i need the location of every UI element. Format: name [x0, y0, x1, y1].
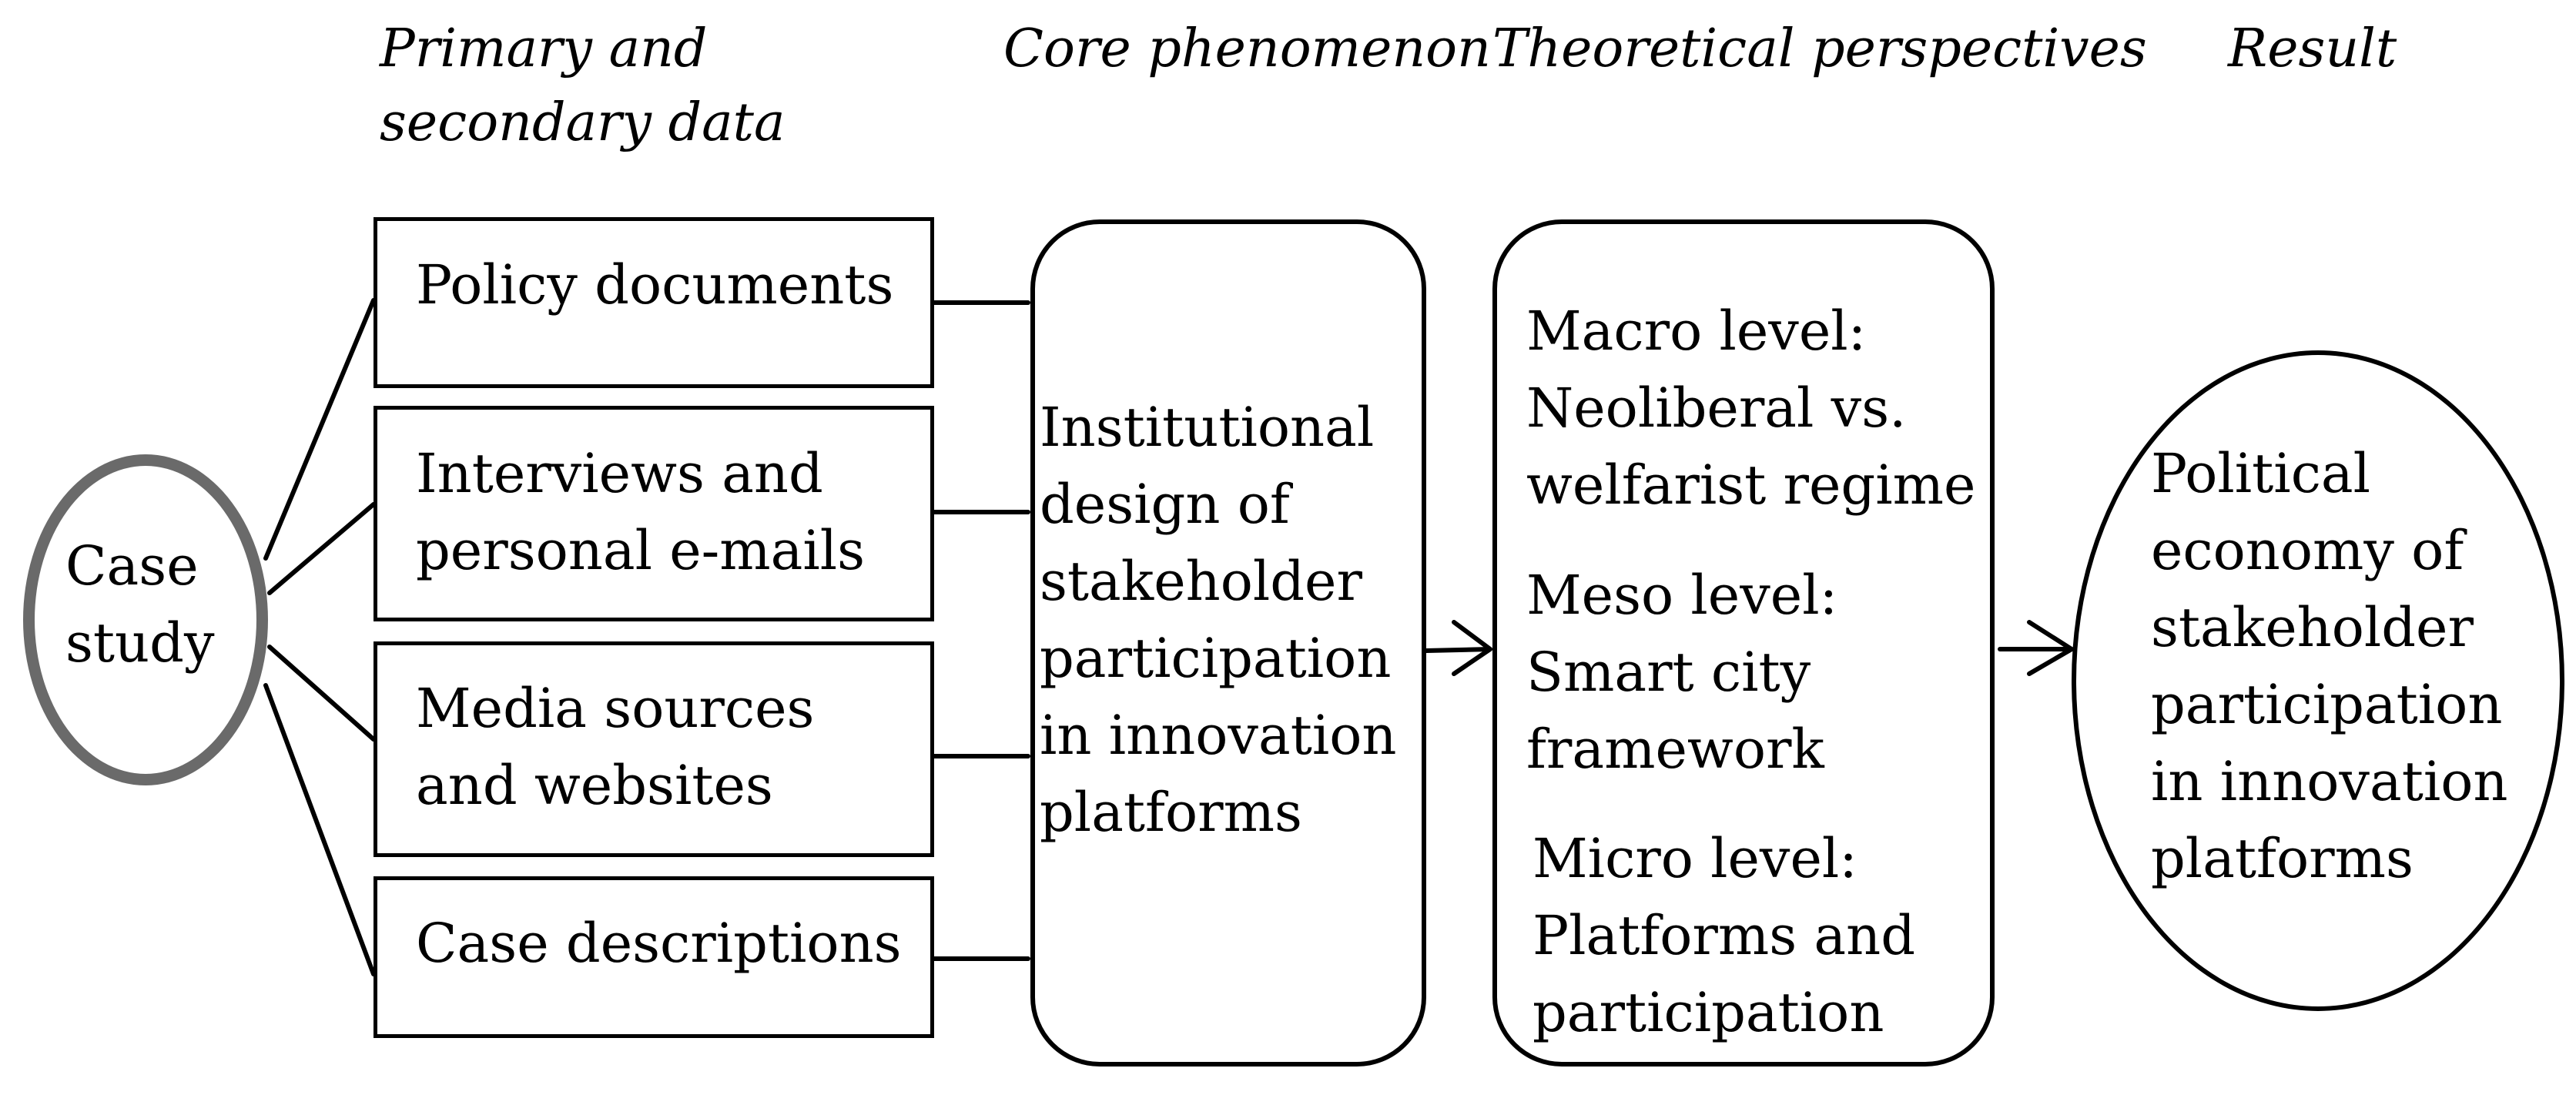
source-box-media: [374, 641, 934, 857]
result-label: Political economy of stakeholder partici…: [2151, 442, 2508, 890]
result-node: [2072, 350, 2564, 1011]
link-case-to-interviews: [267, 502, 376, 595]
source-label-policy: Policy documents: [416, 253, 894, 316]
source-box-interviews: [374, 406, 934, 621]
source-box-policy: [374, 217, 934, 388]
theory-box: [1492, 219, 1995, 1067]
header-core: Core phenomenon: [1003, 18, 1491, 79]
link-case-to-media: [267, 645, 376, 742]
header-data: Primary and secondary data: [380, 18, 786, 153]
link-case-to-policy: [263, 298, 376, 561]
arrow-theory-to-result: [1998, 620, 2074, 676]
meso-level-label: Meso level: Smart city framework: [1526, 564, 1838, 781]
header-result: Result: [2228, 18, 2397, 79]
source-label-interviews: Interviews and personal e-mails: [416, 442, 866, 582]
arrow-core-to-theory: [1424, 620, 1492, 676]
macro-level-label: Macro level: Neoliberal vs. welfarist re…: [1526, 300, 1976, 517]
core-phenomenon-label: Institutional design of stakeholder part…: [1040, 396, 1397, 844]
header-theory: Theoretical perspectives: [1492, 18, 2147, 79]
case-study-label: Case study: [65, 534, 215, 675]
micro-level-label: Micro level: Platforms and participation: [1533, 827, 1916, 1044]
core-phenomenon-box: [1030, 219, 1426, 1067]
source-label-media: Media sources and websites: [416, 677, 815, 817]
source-box-descriptions: [374, 876, 934, 1038]
source-label-descriptions: Case descriptions: [416, 912, 902, 975]
link-case-to-descriptions: [263, 683, 376, 976]
